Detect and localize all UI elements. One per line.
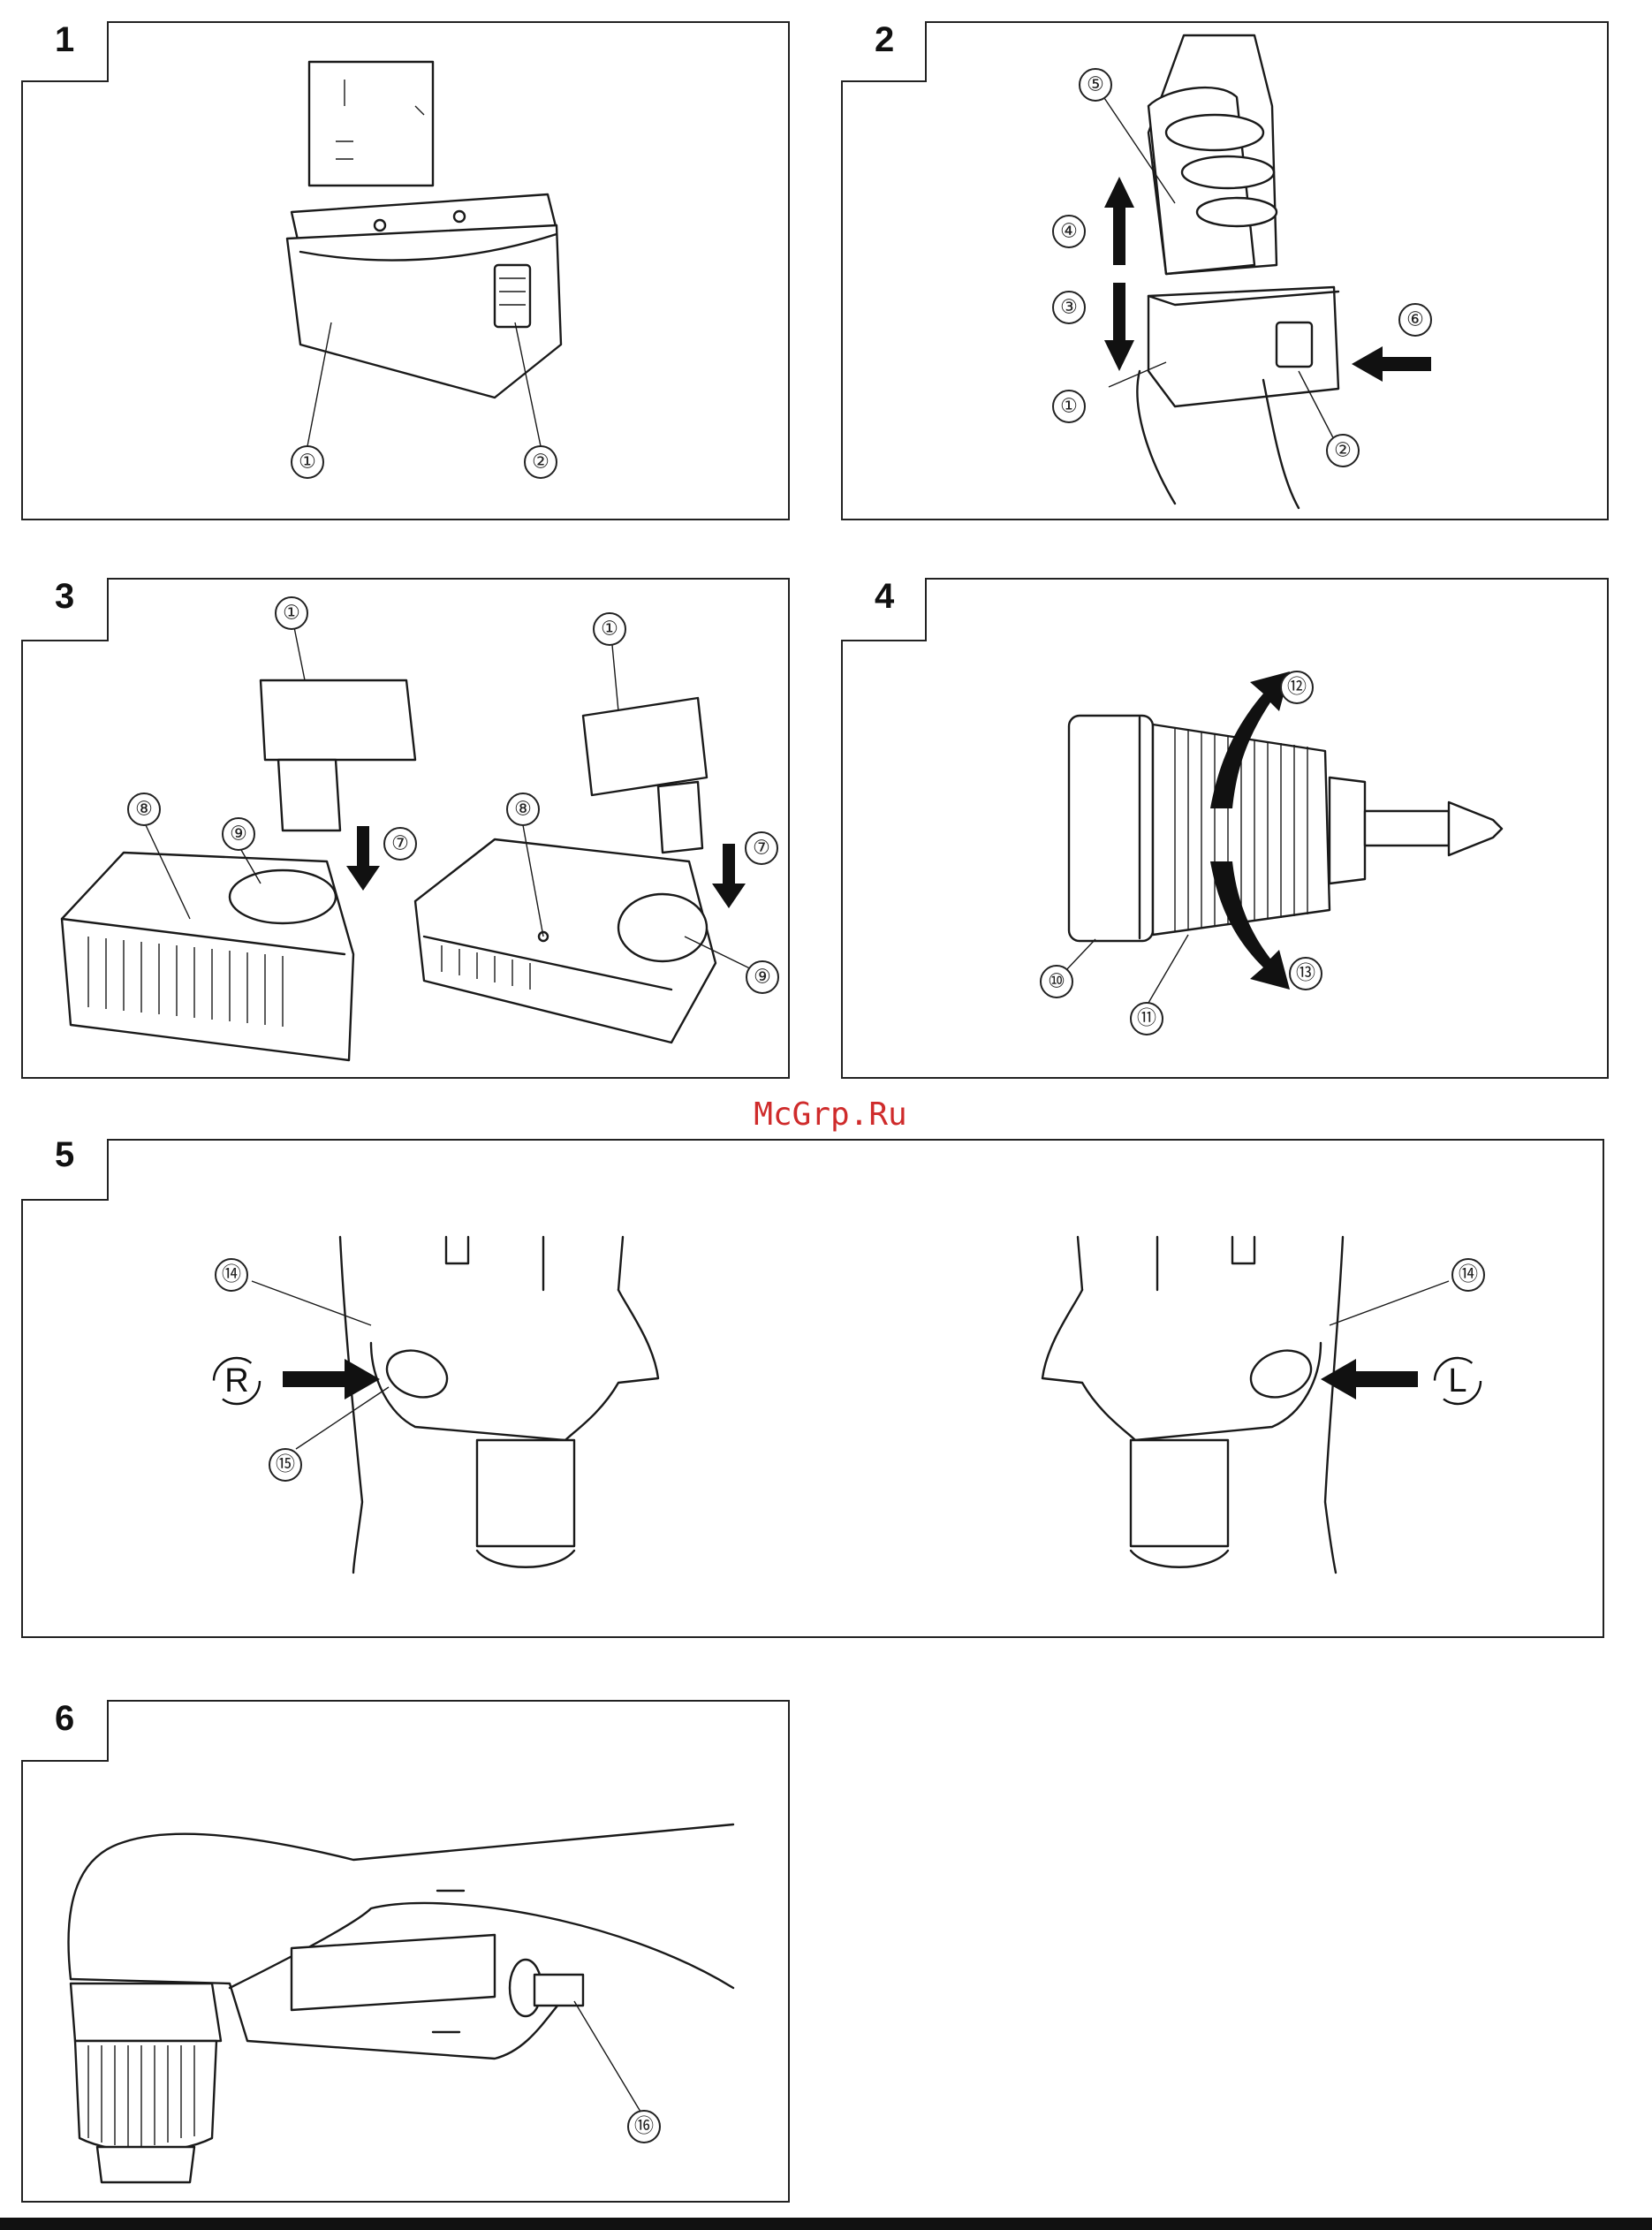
figure-5-number: 5: [55, 1135, 74, 1174]
figure-3: 3: [22, 577, 789, 1078]
figure-2-callout-3: ③: [1053, 292, 1085, 323]
svg-text:⑦: ⑦: [391, 833, 409, 855]
svg-text:L: L: [1448, 1362, 1466, 1399]
svg-text:⑪: ⑪: [1137, 1008, 1156, 1030]
svg-text:①: ①: [283, 603, 300, 625]
figure-2-callout-2: ②: [1327, 435, 1359, 466]
charger-right-drawing: [415, 698, 716, 1043]
svg-text:⑧: ⑧: [514, 799, 532, 821]
figure-6: 6 ⑯: [22, 1699, 789, 2202]
svg-text:⑥: ⑥: [1406, 309, 1424, 331]
svg-text:⑦: ⑦: [753, 838, 770, 860]
figure-2-callout-4: ④: [1053, 216, 1085, 247]
svg-text:⑩: ⑩: [1048, 971, 1065, 993]
figure-6-callout-16: ⑯: [628, 2111, 660, 2143]
figure-4-callout-10: ⑩: [1041, 966, 1072, 997]
drill-body-left-drawing: [340, 1237, 658, 1573]
drill-handle-hand-drawing: [1137, 35, 1338, 508]
figure-3-callout-9a: ⑨: [223, 818, 254, 850]
svg-text:R: R: [224, 1362, 248, 1399]
svg-text:④: ④: [1060, 221, 1078, 243]
figure-3-number: 3: [55, 577, 74, 616]
figure-5: 5: [22, 1135, 1603, 1637]
figure-1-callout-2: ②: [525, 446, 557, 478]
svg-text:①: ①: [601, 618, 618, 641]
push-arrow: [1352, 346, 1431, 382]
figure-3-callout-7b: ⑦: [746, 832, 777, 864]
down-arrow: [1104, 283, 1134, 371]
figure-5-callout-14-right: ⑭: [1452, 1259, 1484, 1291]
svg-text:⑭: ⑭: [1459, 1264, 1478, 1286]
chuck-drawing: [1069, 716, 1502, 941]
figure-5-callout-14-left: ⑭: [216, 1259, 247, 1291]
svg-text:⑯: ⑯: [634, 2116, 654, 2138]
figure-3-callout-1b: ①: [594, 613, 625, 645]
figure-3-callout-9b: ⑨: [746, 961, 778, 993]
figure-2-callout-5: ⑤: [1080, 69, 1111, 101]
svg-text:⑨: ⑨: [230, 823, 247, 846]
svg-text:②: ②: [532, 451, 549, 474]
figure-3-callout-7a: ⑦: [384, 828, 416, 860]
figure-1-number: 1: [55, 20, 74, 59]
watermark-text: McGrp.Ru: [754, 1096, 906, 1133]
figure-1-callout-1: ①: [292, 446, 323, 478]
svg-text:③: ③: [1060, 297, 1078, 319]
svg-text:⑨: ⑨: [754, 967, 771, 989]
figure-2-number: 2: [875, 20, 894, 59]
figure-1: 1 ① ②: [22, 20, 789, 520]
figure-6-number: 6: [55, 1699, 74, 1738]
reverse-push-arrow-left: [283, 1359, 380, 1399]
insert-arrow-right: [712, 844, 746, 908]
figure-4: 4 ⑩ ⑪ ⑫ ⑬: [842, 577, 1608, 1078]
figure-2-callout-1: ①: [1053, 391, 1085, 422]
figure-4-number: 4: [875, 577, 895, 616]
figure-5-callout-15: ⑮: [269, 1449, 301, 1481]
svg-text:⑭: ⑭: [222, 1264, 241, 1286]
svg-text:⑫: ⑫: [1287, 677, 1307, 699]
svg-text:⑮: ⑮: [276, 1454, 295, 1476]
svg-text:⑬: ⑬: [1296, 963, 1315, 985]
figure-2-callout-6: ⑥: [1399, 304, 1431, 336]
svg-text:⑧: ⑧: [135, 799, 153, 821]
svg-text:①: ①: [299, 451, 316, 474]
drill-body-right-drawing: [1042, 1237, 1343, 1573]
figure-3-callout-1a: ①: [276, 597, 307, 629]
rotation-right-icon: R: [214, 1358, 260, 1404]
svg-text:①: ①: [1060, 396, 1078, 418]
svg-text:⑤: ⑤: [1087, 74, 1104, 96]
figure-4-callout-12: ⑫: [1281, 671, 1313, 703]
figure-3-callout-8a: ⑧: [128, 793, 160, 825]
figure-2: 2 ①: [842, 20, 1608, 520]
insert-arrow-left: [346, 826, 380, 891]
rotation-left-icon: L: [1435, 1358, 1481, 1404]
figure-4-callout-11: ⑪: [1131, 1003, 1163, 1035]
figure-4-callout-13: ⑬: [1290, 958, 1322, 990]
page-bottom-rule: [0, 2218, 1652, 2230]
up-arrow: [1104, 177, 1134, 265]
svg-text:②: ②: [1334, 440, 1352, 462]
figure-3-callout-8b: ⑧: [507, 793, 539, 825]
